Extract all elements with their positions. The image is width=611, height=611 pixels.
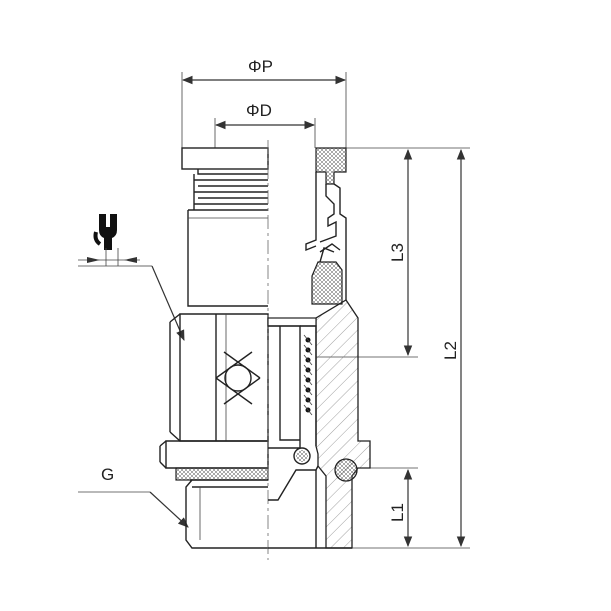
label-phi-d: ΦD — [246, 101, 272, 120]
dimension-phi-p: ΦP — [181, 57, 347, 148]
dimension-l3: L3 — [388, 148, 413, 357]
fitting-exterior-view — [159, 147, 269, 549]
fitting-section-view — [267, 140, 371, 560]
label-thread: G — [101, 465, 114, 484]
spring — [303, 334, 313, 416]
dimension-l2: L2 — [441, 148, 466, 548]
label-l2: L2 — [441, 341, 460, 360]
hex-leader — [140, 265, 185, 341]
thread-leader: G — [78, 465, 189, 528]
dimension-phi-d: ΦD — [214, 101, 316, 148]
label-l1: L1 — [388, 503, 407, 522]
wrench-icon — [78, 214, 140, 267]
label-l3: L3 — [388, 243, 407, 262]
dimension-l1: L1 — [388, 468, 413, 548]
label-phi-p: ΦP — [248, 57, 273, 76]
